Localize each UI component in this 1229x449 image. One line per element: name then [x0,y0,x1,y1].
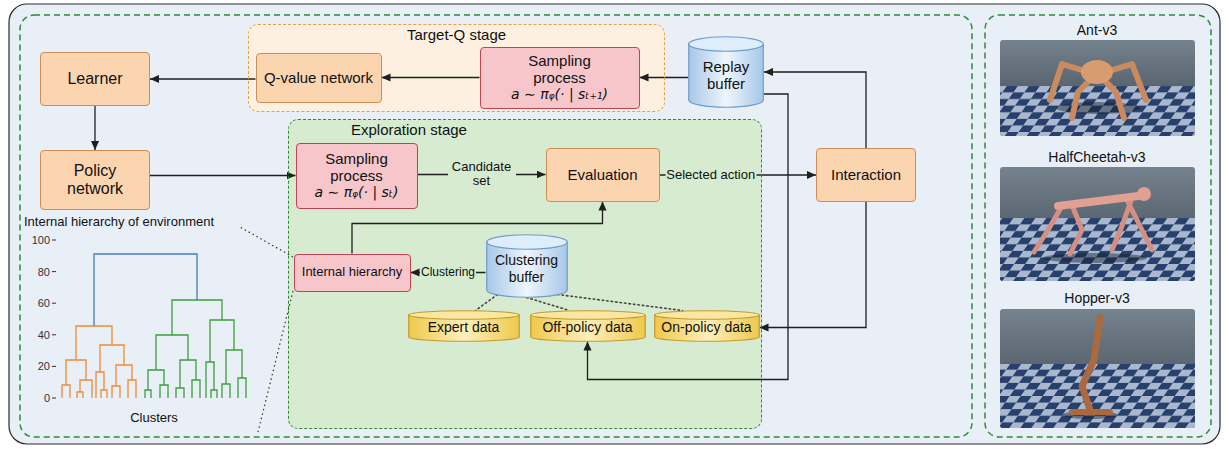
environment-name: Hopper-v3 [1064,290,1129,306]
stage-fill [288,119,762,429]
stage-title: Target-Q stage [407,27,506,44]
stage-region: Target-Q stageQ-value network Sampling pr… [248,24,665,112]
node-label: Policy network [60,162,130,199]
formula-label: a ∼ πᵩ(· | sₜ₊₁) [511,86,608,103]
cluster-branch [62,326,136,398]
node-label: On-policy data [661,319,751,335]
axis-title: Clusters [130,411,178,426]
outer-frame [9,4,1220,444]
zoom-leader [240,227,293,432]
cheetah-head [1137,187,1151,201]
arrow-connector [94,106,95,150]
ant-body [1081,60,1113,84]
node-label: Sampling process [317,150,397,185]
buffer-cylinder: Replay buffer [688,36,764,108]
dotted-connector [476,295,498,311]
node-label: Evaluation [567,166,637,183]
stage-region: Exploration stageSampling processa ∼ πᵩ(… [288,119,762,429]
sampling-box: Sampling processa ∼ πᵩ(· | sₜ₊₁) [480,47,640,109]
cylinder-top [530,310,645,319]
render-sky [1000,167,1195,281]
node-label: Internal hierarchy [302,265,402,280]
render-sky [1000,40,1195,136]
cluster-branch [94,254,197,326]
edge-label: Selected action [665,168,756,183]
cylinder-top [689,37,764,52]
arrow-connector [150,175,296,176]
cylinder-body [486,242,567,297]
edge-label: Candidate set [448,160,516,190]
axis-tick [52,240,56,398]
node-label: Replay buffer [695,58,757,93]
arrow-connector [382,77,480,78]
data-cylinder: Off-policy data [530,310,646,342]
halfcheetah-render [1000,167,1195,281]
hopper-render [1000,309,1195,428]
edge-label: Clustering [420,266,476,280]
node-label: Interaction [831,166,901,183]
render-floor [1000,86,1195,136]
arrow-connector [764,72,866,148]
inset-title: Internal hierarchy of environment [24,215,214,230]
render-floor [1000,218,1195,281]
node-label: Learner [67,70,122,88]
environment-panel [985,15,1211,437]
cheetah-legs [1034,198,1152,254]
dendrogram [52,240,246,398]
axis-tick-label: 100 [32,234,50,247]
node-label: Expert data [428,319,500,335]
cylinder-top [654,310,759,319]
cylinder-top [408,310,519,319]
node-label: Off-policy data [542,319,632,335]
render-shadow [1062,411,1118,419]
data-cylinder: Expert data [408,310,520,342]
node-label: Sampling process [520,52,600,87]
ant-render [1000,40,1195,136]
arrow-connector [640,77,689,78]
environment-name: Ant-v3 [1077,22,1117,38]
render-shadow [1056,102,1140,114]
stage-title: Exploration stage [351,122,467,139]
formula-label: a ∼ πᵩ(· | sₜ) [315,184,399,201]
hierarchy-box: Internal hierarchy [294,254,411,292]
hopper-body [1082,318,1100,410]
render-shadow [1043,253,1147,263]
hopper-foot [1072,409,1110,415]
axis-tick-label: 0 [44,392,50,405]
node-label: Q-value network [264,69,373,86]
axis-tick-label: 60 [38,297,50,310]
axis-tick-label: 40 [38,328,50,341]
axis-tick-label: 80 [38,265,50,278]
process-box: Evaluation [546,148,660,202]
cheetah-body [1058,196,1138,206]
dotted-connector [558,295,683,311]
axis-tick-label: 20 [38,360,50,373]
process-box: Learner [40,52,150,106]
arrow-connector [150,78,256,79]
render-floor [1000,364,1195,428]
framework-panel [20,15,972,437]
process-box: Policy network [40,150,150,210]
arrow-connector [760,202,867,328]
dotted-connector [527,298,570,311]
process-box: Q-value network [256,53,382,103]
render-sky [1000,309,1195,428]
environment-name: HalfCheetah-v3 [1048,149,1145,165]
buffer-cylinder: Clustering buffer [486,234,568,298]
cluster-branch [145,300,246,398]
stage-fill [248,24,665,112]
process-box: Interaction [816,148,916,202]
cylinder-top [486,234,567,249]
sampling-box: Sampling processa ∼ πᵩ(· | sₜ) [296,143,418,209]
node-label: Clustering buffer [493,252,561,284]
cylinder-body [689,44,764,107]
data-cylinder: On-policy data [654,310,760,342]
